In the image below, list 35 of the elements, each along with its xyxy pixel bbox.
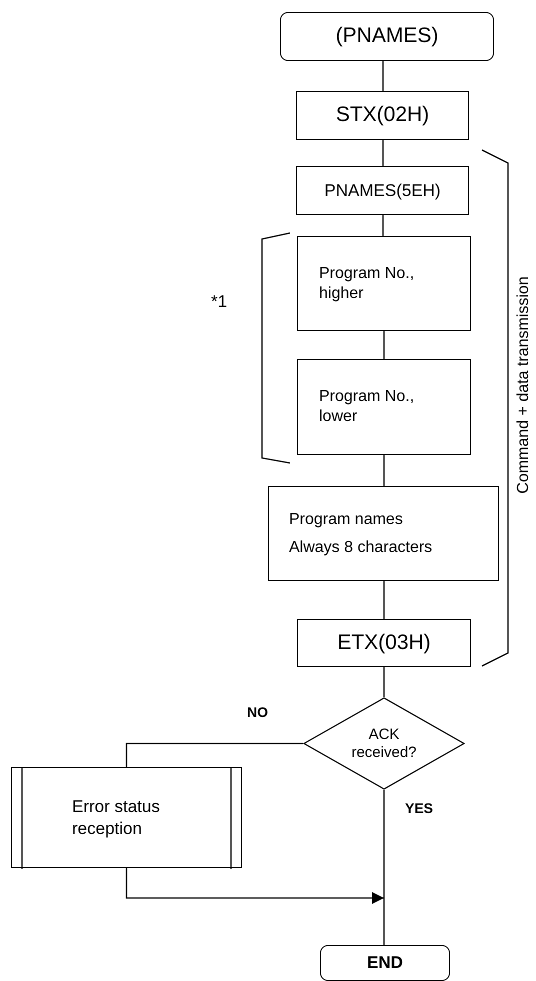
arrow <box>126 868 384 904</box>
terminal-box <box>320 945 450 981</box>
box-label: Program No., lower <box>319 387 416 427</box>
connector-line <box>383 790 385 945</box>
box-label: Always 8 characters <box>289 538 434 558</box>
box-label: STX(02H) <box>334 102 430 128</box>
connector-line <box>382 215 384 236</box>
connector-line <box>382 61 384 91</box>
connector-line <box>383 667 385 697</box>
process-box <box>297 619 471 667</box>
decision-diamond <box>303 697 465 790</box>
box-label: PNAMES(5EH) <box>323 180 442 202</box>
process-box <box>297 236 471 331</box>
footnote-mark: *1 <box>211 292 228 312</box>
terminal-box <box>280 12 494 61</box>
connector-line <box>383 331 385 359</box>
connector-line <box>126 742 303 767</box>
process-box <box>268 486 499 581</box>
box-label: ETX(03H) <box>336 630 432 656</box>
box-label: (PNAMES) <box>334 23 440 50</box>
box-label: Program names <box>289 510 404 530</box>
box-label: Program No., higher <box>319 264 416 304</box>
connector-line <box>382 140 384 166</box>
box-label: END <box>366 952 404 974</box>
connector-line <box>383 455 385 486</box>
subroutine-box <box>11 767 242 868</box>
bracket-label: Command + data transmission <box>515 276 533 494</box>
box-label: ACK received? <box>350 726 418 762</box>
edge-label: YES <box>404 800 434 816</box>
process-box <box>296 91 469 140</box>
edge-label: NO <box>246 704 269 720</box>
process-box <box>296 166 469 215</box>
box-label: Error status reception <box>72 796 161 839</box>
process-box <box>297 359 471 455</box>
connector-line <box>383 581 385 619</box>
